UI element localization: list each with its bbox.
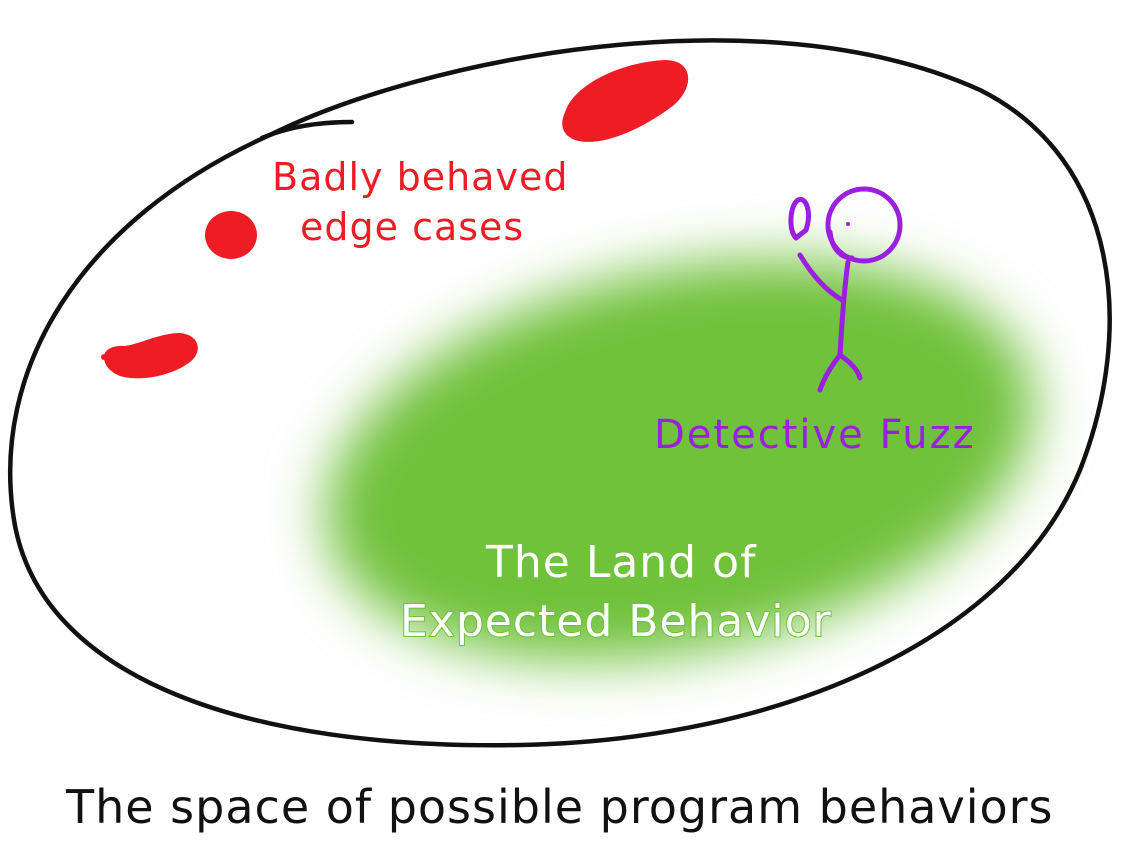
detective-smile — [827, 229, 855, 261]
land-label-line2: Expected Behavior — [400, 596, 832, 647]
diagram-caption: The space of possible program behaviors — [65, 780, 1054, 834]
detective-body — [837, 259, 851, 358]
edge-cases-label-line2: edge cases — [300, 205, 524, 249]
edge-case-blob-large — [562, 60, 689, 142]
detective-leg-right — [837, 352, 863, 381]
detective-figure — [788, 186, 903, 393]
detective-eye — [846, 222, 850, 226]
land-label-line1: The Land of — [485, 537, 757, 588]
detective-leg-left — [817, 352, 843, 393]
detective-arm — [797, 252, 845, 303]
detective-head — [825, 186, 903, 264]
behavior-space-outline — [8, 38, 1112, 748]
edge-case-blob-small — [205, 211, 257, 259]
edge-cases-label-line1: Badly behaved — [272, 155, 568, 199]
edge-case-blob-left — [101, 333, 198, 379]
detective-label: Detective Fuzz — [654, 412, 976, 458]
magnifying-glass-icon — [788, 196, 811, 241]
expected-behavior-region — [325, 259, 1035, 661]
